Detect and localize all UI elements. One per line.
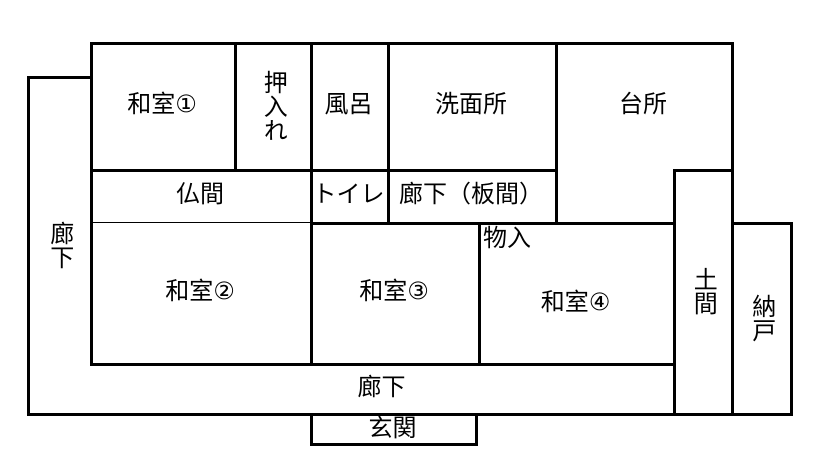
room-label-senmenjo: 洗面所 — [435, 91, 507, 119]
wall-doma-top — [673, 169, 734, 172]
room-label-toire: トイレ — [312, 181, 385, 209]
wall-corridor-top — [27, 76, 93, 79]
room-label-doma: 土間 — [689, 267, 717, 315]
wall-corridor-bottom — [27, 413, 793, 416]
wall-washitsu1-oshiire — [234, 42, 237, 172]
room-label-furo: 風呂 — [324, 91, 373, 119]
wall-top — [90, 42, 734, 45]
wall-below-top-row — [90, 169, 558, 172]
room-label-washitsu4: 和室④ — [540, 289, 611, 317]
wall-washitsu-bottom — [90, 363, 676, 366]
wall-nando-top — [731, 222, 793, 225]
room-label-daidokoro: 台所 — [619, 91, 667, 119]
wall-furo-senmenjo — [387, 42, 390, 225]
wall-genkan-left — [310, 413, 313, 446]
room-label-washitsu3: 和室③ — [359, 278, 429, 306]
wall-main-left — [90, 42, 93, 366]
room-label-rouka-bottom: 廊下 — [357, 373, 406, 401]
wall-genkan-right — [475, 413, 478, 446]
room-label-oshiire: 押入れ — [259, 69, 287, 142]
wall-row2-bottom — [310, 222, 676, 225]
wall-nando-right — [790, 222, 793, 416]
room-label-washitsu2: 和室② — [165, 278, 235, 306]
room-label-genkan: 玄関 — [368, 414, 417, 442]
wall-corridor-left-outer — [27, 76, 30, 416]
wall-genkan-bottom — [310, 443, 478, 446]
room-label-washitsu1: 和室① — [127, 91, 197, 119]
room-label-rouka-left: 廊下 — [45, 220, 73, 269]
wall-washitsu3-washitsu4 — [478, 222, 481, 366]
wall-doma-left — [673, 169, 676, 416]
wall-center-vertical — [310, 42, 313, 366]
wall-senmenjo-daidokoro — [555, 42, 558, 225]
wall-main-right — [731, 42, 734, 416]
room-label-monoire: 物入 — [483, 225, 531, 252]
wall-butsuma-bottom-thin — [90, 222, 310, 223]
room-label-rouka-itama: 廊下（板間） — [399, 181, 543, 209]
room-label-nando: 納戸 — [747, 293, 775, 342]
room-label-butsuma: 仏間 — [176, 181, 224, 209]
